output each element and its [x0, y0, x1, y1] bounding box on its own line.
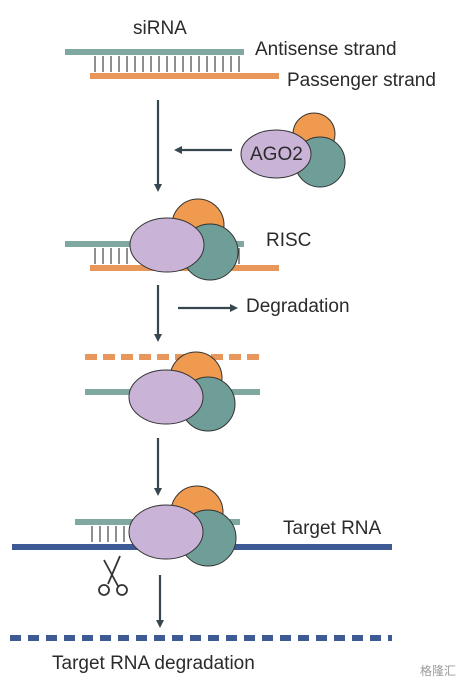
target-rna-degradation-label: Target RNA degradation	[52, 653, 255, 674]
passenger-strand-label: Passenger strand	[287, 70, 436, 91]
degradation-label: Degradation	[246, 296, 350, 317]
sirna-label: siRNA	[133, 18, 187, 39]
antisense-strand-label: Antisense strand	[255, 39, 397, 60]
target-rna-label: Target RNA	[283, 518, 382, 539]
scissors-icon	[98, 555, 128, 596]
watermark: 格隆汇	[419, 664, 456, 678]
sirna-duplex	[65, 49, 279, 79]
target-binding	[12, 485, 392, 567]
risc-label: RISC	[266, 230, 312, 251]
base-pairs-1	[94, 56, 240, 72]
passenger-degraded	[85, 351, 262, 432]
ago2-label: AGO2	[250, 144, 303, 165]
risc-loading	[65, 198, 279, 281]
ago2-complex	[240, 112, 346, 188]
